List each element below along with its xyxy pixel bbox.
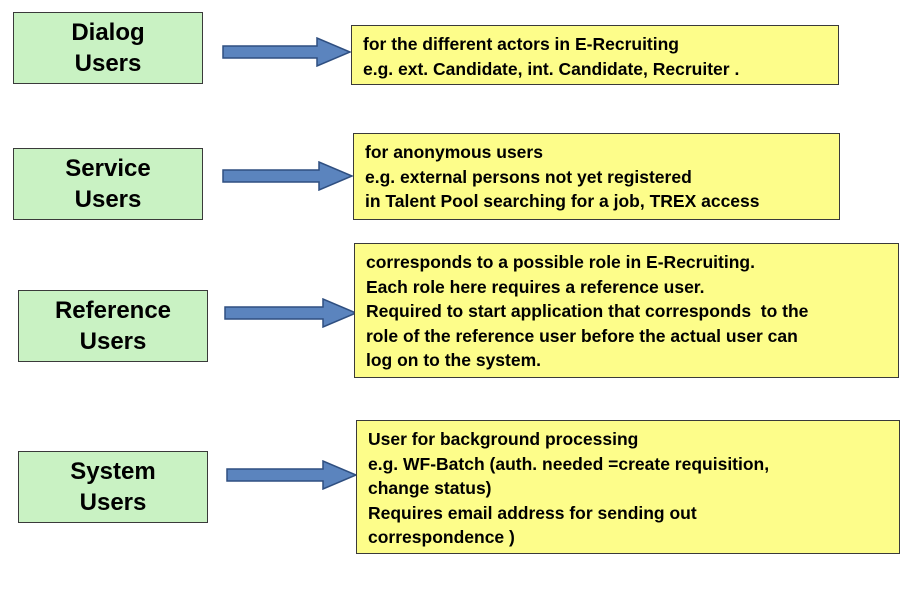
system-users-box: System Users [18, 451, 208, 523]
reference-users-label-line-1: Reference [54, 297, 172, 324]
dialog-users-box: Dialog Users [13, 12, 203, 84]
service-users-arrow [222, 161, 354, 191]
system-users-label-line-2: Users [79, 489, 147, 516]
reference-users-box: Reference Users [18, 290, 208, 362]
reference-users-arrow [224, 298, 358, 328]
reference-users-label-line-2: Users [79, 328, 147, 355]
system-users-description-line-5: correspondence ) [368, 527, 515, 547]
service-users-description-line-1: for anonymous users [365, 142, 543, 162]
system-users-description-line-2: e.g. WF-Batch (auth. needed =create requ… [368, 453, 770, 474]
reference-users-description: corresponds to a possible role in E-Recr… [354, 243, 899, 378]
service-users-label-line-1: Service [65, 155, 151, 182]
service-users-box: Service Users [13, 148, 203, 220]
service-users-description-line-2: e.g. external persons not yet registered [365, 166, 692, 187]
dialog-users-description: for the different actors in E-Recruiting… [351, 25, 839, 85]
reference-users-description-line-2: Each role here requires a reference user… [366, 276, 705, 297]
system-users-description: User for background processing e.g. WF-B… [356, 420, 900, 554]
dialog-users-description-line-2: e.g. ext. Candidate, int. Candidate, Rec… [363, 58, 740, 79]
reference-users-description-line-3: Required to start application that corre… [366, 301, 809, 321]
service-users-description-line-3: in Talent Pool searching for a job, TREX… [365, 191, 760, 211]
system-users-description-line-3: change status) [368, 478, 492, 498]
service-users-label-line-2: Users [74, 186, 142, 213]
reference-users-description-line-1: corresponds to a possible role in E-Recr… [366, 252, 755, 272]
reference-users-description-line-4: role of the reference user before the ac… [366, 325, 798, 346]
dialog-users-arrow [222, 37, 352, 67]
system-users-description-line-1: User for background processing [368, 429, 639, 449]
service-users-description: for anonymous users e.g. external person… [353, 133, 840, 220]
dialog-users-label-line-2: Users [74, 50, 142, 77]
reference-users-description-line-5: log on to the system. [366, 350, 542, 370]
system-users-arrow [226, 460, 358, 490]
dialog-users-description-line-1: for the different actors in E-Recruiting [363, 34, 679, 54]
system-users-label-line-1: System [70, 458, 156, 485]
dialog-users-label-line-1: Dialog [71, 19, 145, 46]
system-users-description-line-4: Requires email address for sending out [368, 502, 697, 523]
